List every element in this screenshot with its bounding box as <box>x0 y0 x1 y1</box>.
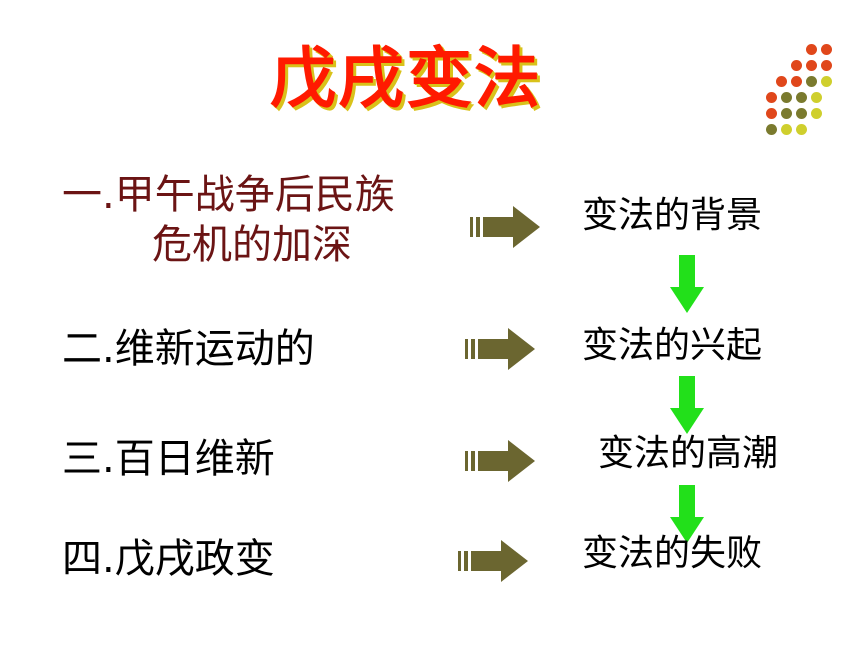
right-arrow-icon <box>470 206 540 248</box>
down-arrow-icon <box>670 485 704 543</box>
item-2-result: 变法的兴起 <box>582 325 763 366</box>
item-3-text: 三.百日维新 <box>62 436 275 482</box>
right-arrow-icon <box>458 540 528 582</box>
item-4-text: 四.戊戌政变 <box>62 536 275 582</box>
item-1-line2: 危机的加深 <box>152 222 352 268</box>
item-1-text: 一.甲午战争后民族 危机的加深 <box>62 170 395 270</box>
right-arrow-icon <box>465 328 535 370</box>
item-1-line1: 一.甲午战争后民族 <box>62 172 395 218</box>
slide-title: 戊戌变法 <box>270 40 542 117</box>
item-3-result: 变法的高潮 <box>598 433 779 474</box>
right-arrow-icon <box>465 440 535 482</box>
down-arrow-icon <box>670 255 704 313</box>
item-4-result: 变法的失败 <box>582 533 763 574</box>
item-2-text: 二.维新运动的 <box>62 326 315 372</box>
down-arrow-icon <box>670 376 704 434</box>
item-1-result: 变法的背景 <box>582 195 763 236</box>
dot-grid-decoration <box>762 40 832 140</box>
